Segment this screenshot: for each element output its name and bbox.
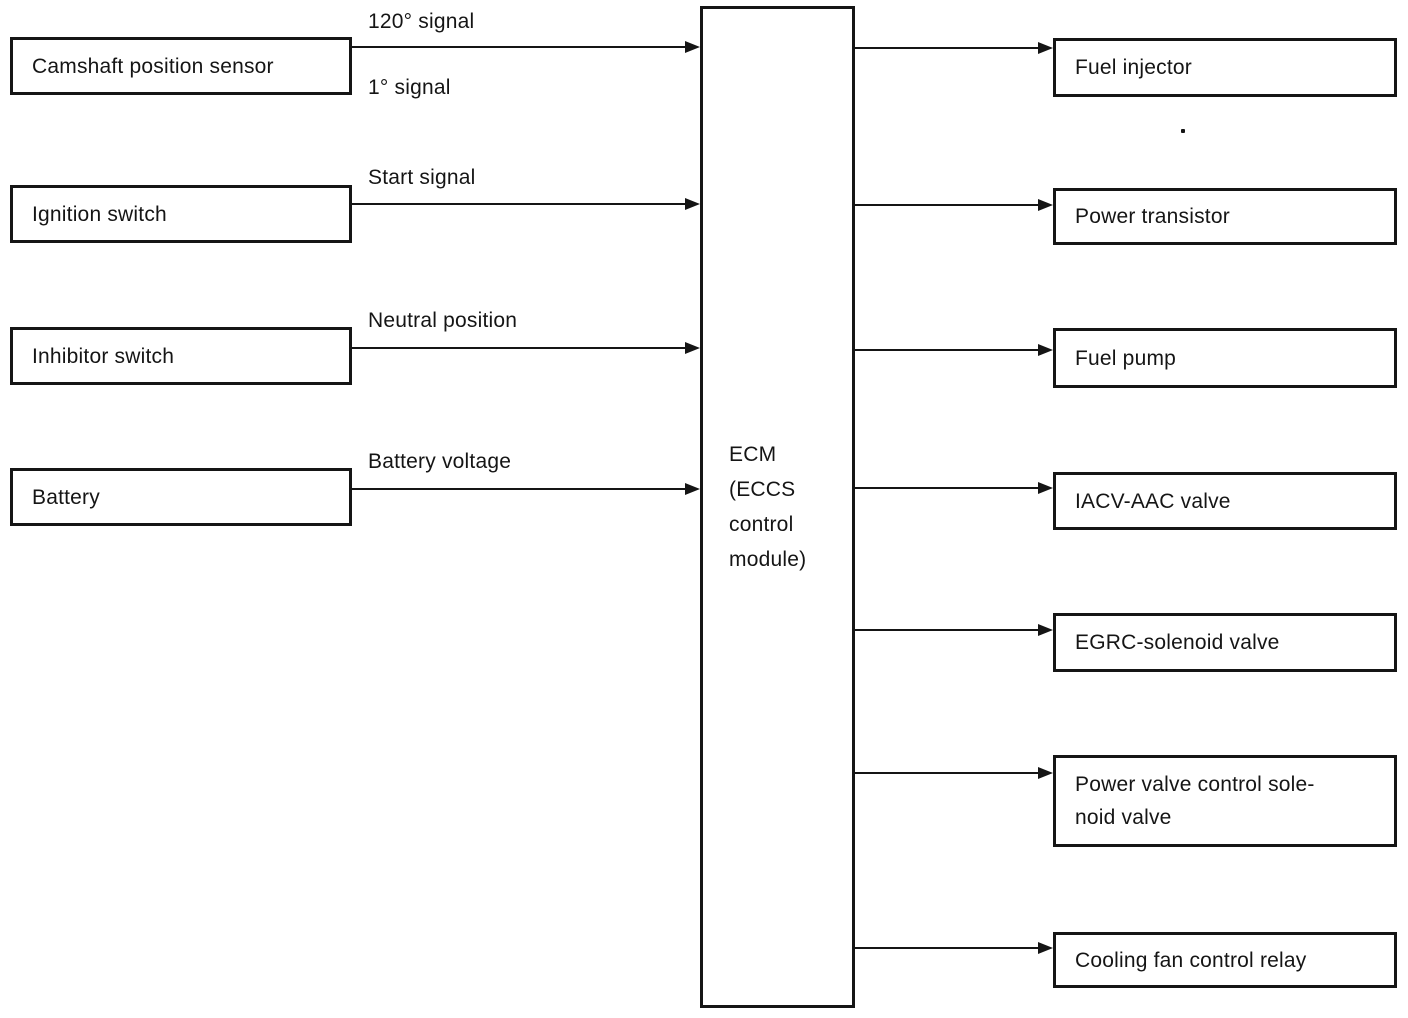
box-label: Cooling fan control relay [1075,948,1307,972]
ecm-label-line: (ECCS [729,478,796,501]
connector-line-ignition [352,203,687,205]
box-label: IACV-AAC valve [1075,489,1231,513]
box-label: Camshaft position sensor [32,54,274,78]
arrowhead-fuel-pump-icon [1038,344,1053,356]
arrowhead-iacv-aac-valve-icon [1038,482,1053,494]
arrowhead-ignition-icon [685,198,700,210]
ecm-box: ECM (ECCS control module) [700,6,855,1008]
ecm-label-line: module) [729,548,807,571]
connector-line-battery [352,488,687,490]
connector-line-power-transistor [855,204,1040,206]
arrowhead-fuel-injector-icon [1038,42,1053,54]
box-label: Fuel pump [1075,346,1177,370]
box-label: Fuel injector [1075,56,1192,79]
box-label: Power transistor [1075,205,1230,228]
input-box-battery: Battery [10,468,352,526]
arrowhead-power-transistor-icon [1038,199,1053,211]
stray-mark [1181,129,1185,133]
box-label-line2: noid valve [1075,806,1172,829]
box-label: Battery [32,485,100,509]
input-box-camshaft-position-sensor: Camshaft position sensor [10,37,352,95]
output-box-power-transistor: Power transistor [1053,188,1397,245]
connector-line-egrc-solenoid-valve [855,629,1040,631]
connector-line-camshaft [352,46,687,48]
box-label: Power valve control sole- [1075,773,1315,796]
box-label: Inhibitor switch [32,344,175,368]
arrowhead-battery-icon [685,483,700,495]
connector-line-power-valve-solenoid [855,772,1040,774]
signal-label-start-signal: Start signal [368,166,476,189]
ecm-label: ECM (ECCS control module) [729,437,806,577]
output-box-power-valve-control-solenoid-valve: Power valve control sole- noid valve [1053,755,1397,847]
signal-label-120-degree: 120° signal [368,10,475,33]
connector-line-fuel-injector [855,47,1040,49]
arrowhead-inhibitor-icon [685,342,700,354]
ecm-label-line: control [729,513,794,536]
arrowhead-camshaft-icon [685,41,700,53]
arrowhead-egrc-solenoid-valve-icon [1038,624,1053,636]
arrowhead-power-valve-solenoid-icon [1038,767,1053,779]
box-label: EGRC-solenoid valve [1075,631,1280,654]
output-box-cooling-fan-control-relay: Cooling fan control relay [1053,932,1397,988]
ecm-label-line: ECM [729,443,777,466]
connector-line-fuel-pump [855,349,1040,351]
connector-line-iacv-aac-valve [855,487,1040,489]
output-box-fuel-pump: Fuel pump [1053,328,1397,388]
output-box-fuel-injector: Fuel injector [1053,38,1397,97]
arrowhead-cooling-fan-relay-icon [1038,942,1053,954]
signal-label-battery-voltage: Battery voltage [368,450,512,473]
signal-label-1-degree: 1° signal [368,76,451,99]
signal-label-neutral-position: Neutral position [368,309,518,332]
connector-line-cooling-fan-relay [855,947,1040,949]
input-box-inhibitor-switch: Inhibitor switch [10,327,352,385]
output-box-egrc-solenoid-valve: EGRC-solenoid valve [1053,613,1397,672]
input-box-ignition-switch: Ignition switch [10,185,352,243]
connector-line-inhibitor [352,347,687,349]
output-box-iacv-aac-valve: IACV-AAC valve [1053,472,1397,530]
box-label: Ignition switch [32,202,167,226]
